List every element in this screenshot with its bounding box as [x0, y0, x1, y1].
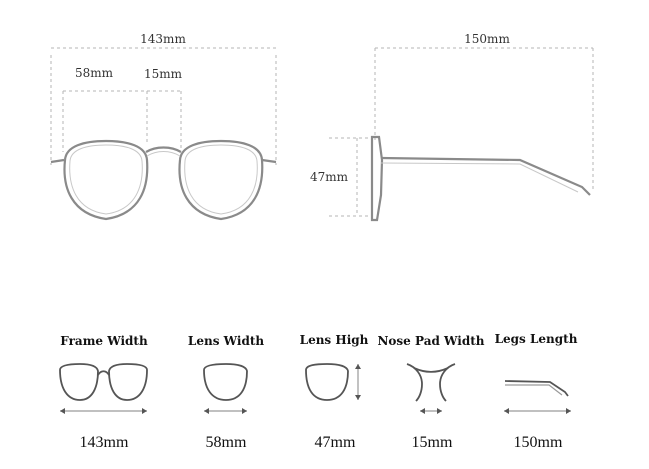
front-view-dimensions: 143mm 58mm 15mm	[50, 32, 277, 165]
right-temple-stub	[261, 158, 277, 164]
side-lens-profile	[370, 135, 384, 222]
spec-label-lens-width: Lens Width	[188, 334, 264, 348]
bridge	[145, 146, 182, 153]
nose-pad-icon-arrows	[420, 408, 442, 414]
spec-label-legs-length: Legs Length	[495, 332, 578, 346]
side-view-glasses	[370, 135, 591, 222]
spec-headers: Frame Width Lens Width Lens High Nose Pa…	[60, 332, 577, 348]
lens-height-icon-outline	[305, 363, 349, 401]
bridge-inner	[146, 151, 181, 157]
nose-pad-icon	[406, 363, 456, 414]
temple-arm-icon	[504, 380, 571, 414]
nose-pad-icon-bridge	[413, 367, 449, 373]
spec-label-frame-width: Frame Width	[60, 334, 148, 348]
total-width-label: 143mm	[140, 32, 186, 46]
bridge-width-label: 15mm	[144, 67, 183, 81]
spec-label-lens-high: Lens High	[300, 333, 369, 347]
front-frame-icon-right-lens	[108, 363, 148, 401]
spec-label-nose-pad-width: Nose Pad Width	[377, 334, 484, 348]
front-frame-icon-left-lens	[59, 363, 99, 401]
left-lens-inner	[69, 144, 143, 215]
spec-value-lens-width: 58mm	[206, 434, 247, 451]
lens-height-icon	[305, 363, 361, 401]
single-lens-icon-outline	[203, 363, 248, 401]
lens-height-label: 47mm	[310, 170, 349, 184]
left-temple-stub	[50, 158, 65, 164]
nose-pad-icon-left	[406, 363, 423, 402]
side-view-dimensions: 150mm 47mm	[310, 32, 594, 217]
side-temple-upper	[380, 156, 591, 196]
legs-length-label: 150mm	[464, 32, 510, 46]
side-temple-lower	[380, 162, 579, 193]
spec-value-legs-length: 150mm	[514, 434, 563, 451]
spec-value-lens-high: 47mm	[315, 434, 356, 451]
spec-values: 143mm 58mm 47mm 15mm 150mm	[80, 434, 563, 451]
lens-width-label: 58mm	[75, 66, 114, 80]
spec-value-nose-pad-width: 15mm	[412, 434, 453, 451]
temple-arm-icon-lower	[505, 384, 563, 396]
front-frame-icon-bridge	[97, 370, 110, 376]
single-lens-icon	[203, 363, 248, 414]
spec-value-frame-width: 143mm	[80, 434, 129, 451]
right-lens	[178, 139, 264, 221]
nose-pad-icon-right	[439, 363, 456, 402]
right-lens-inner	[184, 144, 258, 215]
front-view-glasses	[50, 139, 277, 221]
temple-arm-icon-upper	[504, 380, 569, 397]
front-frame-icon	[59, 363, 148, 414]
left-lens	[63, 139, 149, 221]
single-lens-icon-arrows	[204, 408, 247, 414]
